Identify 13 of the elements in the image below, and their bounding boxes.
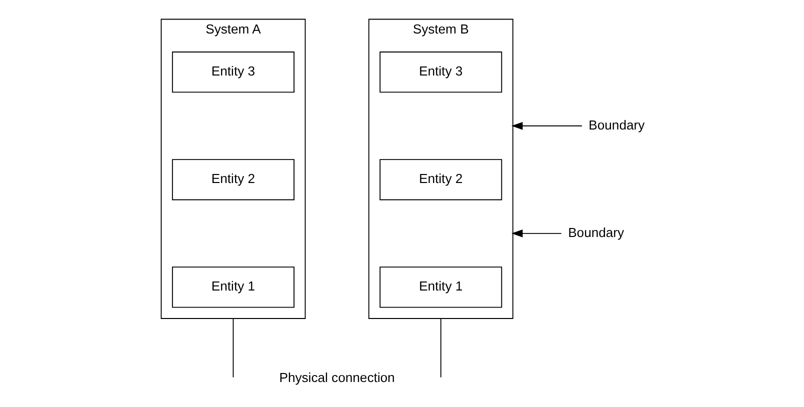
node-box: Entity 3 — [379, 52, 502, 93]
arrow — [510, 122, 582, 130]
node-box: Entity 2 — [379, 159, 502, 200]
connector — [232, 318, 234, 378]
node-box: Entity 3 — [171, 52, 294, 93]
node-box: Entity 2 — [171, 159, 294, 200]
label: Physical connection — [278, 370, 394, 385]
node-box: Entity 1 — [171, 266, 294, 308]
node-text: Boundary — [588, 117, 644, 132]
connector — [440, 318, 441, 378]
arrow — [510, 230, 562, 238]
node-text: Boundary — [568, 224, 624, 240]
node-box: Entity 1 — [379, 266, 502, 308]
